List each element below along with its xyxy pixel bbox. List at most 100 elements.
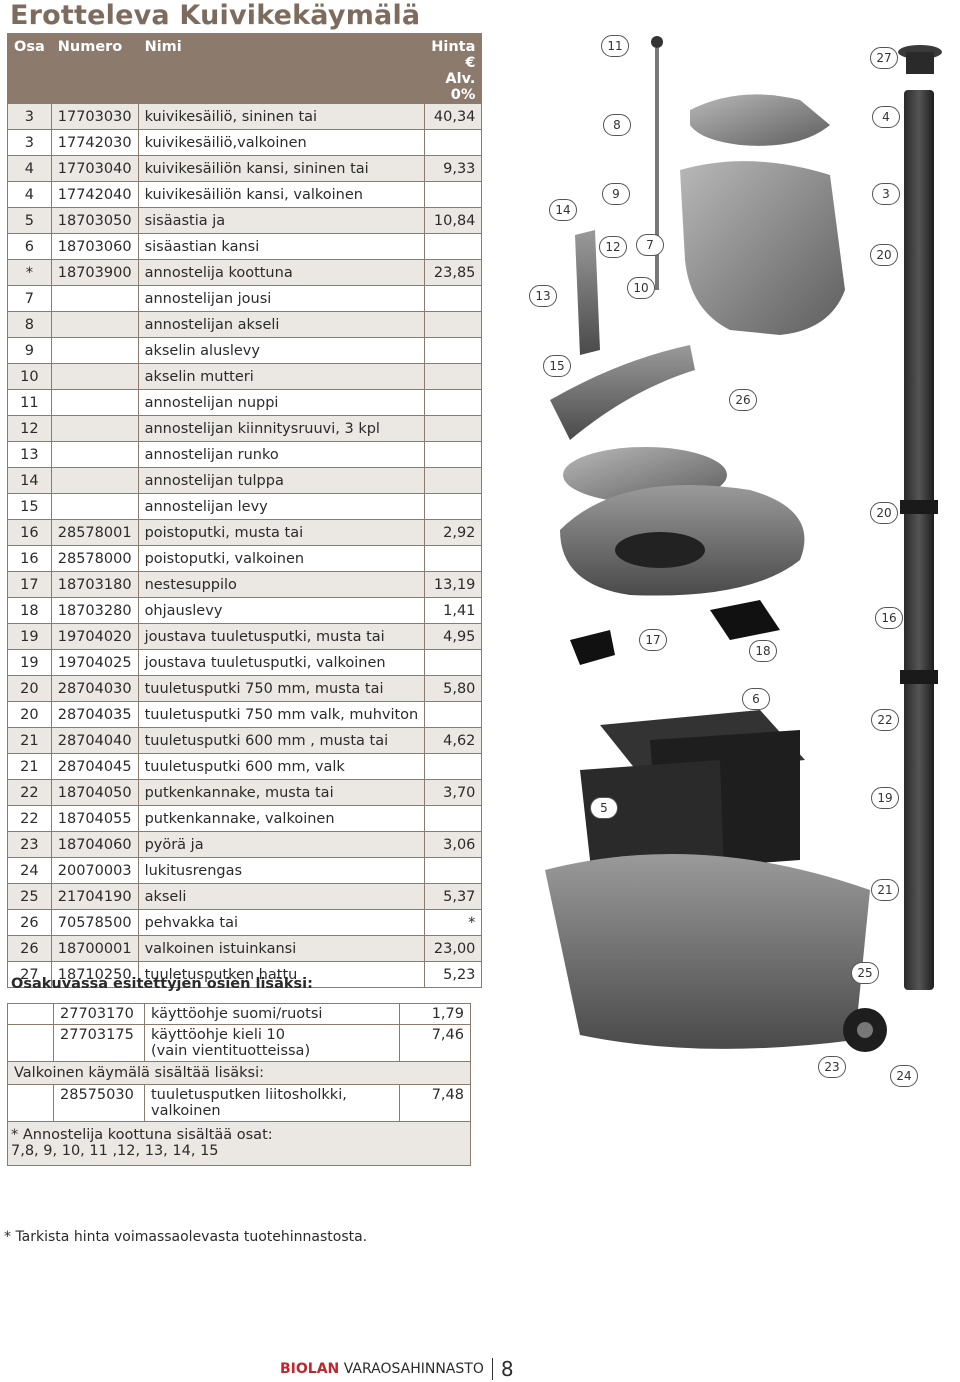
cell-numero: 18703180 <box>50 571 139 598</box>
cell-osa: 9 <box>7 337 52 364</box>
cell-numero: 18704055 <box>50 805 139 832</box>
callout-label: 21 <box>871 879 899 901</box>
col-header-hinta-label: Hinta € <box>431 39 476 71</box>
col-header-alv-label: Alv. 0% <box>445 71 476 103</box>
cell-nimi: poistoputki, valkoinen <box>137 545 426 572</box>
cell-numero <box>50 467 139 494</box>
assembly-note-row: * Annostelija koottuna sisältää osat: 7,… <box>7 1121 471 1166</box>
col-header-numero: Numero <box>50 33 139 104</box>
cell-hinta <box>424 233 483 260</box>
cell-osa: 14 <box>7 467 52 494</box>
cell-hinta: 9,33 <box>424 155 483 182</box>
cell-osa: 10 <box>7 363 52 390</box>
cell-nimi: akselin aluslevy <box>137 337 426 364</box>
cell-hinta: 5,23 <box>424 961 483 988</box>
callout-label: 10 <box>627 277 655 299</box>
callout-label: 15 <box>543 355 571 377</box>
extras-hinta: 7,48 <box>399 1084 471 1122</box>
cell-hinta <box>424 415 483 442</box>
cell-numero <box>50 311 139 338</box>
cell-hinta: 5,37 <box>424 883 483 910</box>
cell-osa: 11 <box>7 389 52 416</box>
brand-name: BIOLAN <box>280 1361 340 1377</box>
bedding-lid-icon <box>690 94 830 146</box>
table-row: 9 akselin aluslevy <box>7 337 483 364</box>
callout-label: 6 <box>742 688 770 710</box>
cell-hinta: 4,95 <box>424 623 483 650</box>
cell-numero: 28704035 <box>50 701 139 728</box>
funnel-icon <box>570 630 615 665</box>
callout-label: 25 <box>851 962 879 984</box>
col-header-nimi: Nimi <box>137 33 426 104</box>
cell-nimi: sisäastia ja <box>137 207 426 234</box>
callout-label: 27 <box>870 47 898 69</box>
cell-hinta <box>424 467 483 494</box>
extras-hinta: 1,79 <box>399 1003 471 1025</box>
cell-hinta: 23,00 <box>424 935 483 962</box>
cell-hinta: 2,92 <box>424 519 483 546</box>
cell-hinta <box>424 441 483 468</box>
cell-nimi: poistoputki, musta tai <box>137 519 426 546</box>
callout-label: 20 <box>870 244 898 266</box>
cell-nimi: akseli <box>137 883 426 910</box>
extras-numero: 27703175 <box>53 1024 145 1062</box>
extras-nimi: käyttöohje kieli 10 (vain vientituotteis… <box>144 1024 400 1062</box>
cell-numero: 19704020 <box>50 623 139 650</box>
cell-hinta: 13,19 <box>424 571 483 598</box>
cell-osa: 23 <box>7 831 52 858</box>
cell-hinta <box>424 285 483 312</box>
callout-label: 9 <box>602 183 630 205</box>
cell-nimi: joustava tuuletusputki, valkoinen <box>137 649 426 676</box>
cell-numero: 18700001 <box>50 935 139 962</box>
cell-osa: 7 <box>7 285 52 312</box>
cell-hinta <box>424 493 483 520</box>
cell-numero: 17703040 <box>50 155 139 182</box>
cell-numero: 18703280 <box>50 597 139 624</box>
cell-hinta <box>424 753 483 780</box>
cell-hinta: 3,06 <box>424 831 483 858</box>
deflector-plate-icon <box>710 600 780 640</box>
callout-label: 4 <box>872 106 900 128</box>
price-check-note: * Tarkista hinta voimassaolevasta tuoteh… <box>4 1229 368 1245</box>
cell-osa: 3 <box>7 103 52 130</box>
cell-nimi: kuivikesäiliö,valkoinen <box>137 129 426 156</box>
cell-nimi: pyörä ja <box>137 831 426 858</box>
cell-nimi: tuuletusputken hattu <box>137 961 426 988</box>
cell-nimi: pehvakka tai <box>137 909 426 936</box>
cell-osa: 25 <box>7 883 52 910</box>
extras-hinta: 7,46 <box>399 1024 471 1062</box>
cell-osa: 6 <box>7 233 52 260</box>
cell-nimi: kuivikesäiliön kansi, sininen tai <box>137 155 426 182</box>
cell-nimi: akselin mutteri <box>137 363 426 390</box>
callout-label: 24 <box>890 1065 918 1087</box>
dispenser-plate-icon <box>550 345 695 440</box>
cell-hinta <box>424 311 483 338</box>
callout-label: 26 <box>729 389 757 411</box>
cell-numero: 28578001 <box>50 519 139 546</box>
bedding-container-icon <box>680 161 845 335</box>
extras-row: 27703175 käyttöohje kieli 10 (vain vient… <box>7 1024 471 1062</box>
cell-nimi: joustava tuuletusputki, musta tai <box>137 623 426 650</box>
assembly-note-line1: * Annostelija koottuna sisältää osat: <box>11 1127 273 1143</box>
cell-osa: 13 <box>7 441 52 468</box>
cell-hinta <box>424 129 483 156</box>
cell-numero: 18703060 <box>50 233 139 260</box>
cell-nimi: annostelijan runko <box>137 441 426 468</box>
extras-row: 28575030 tuuletusputken liitosholkki, va… <box>7 1084 471 1122</box>
cell-hinta: 10,84 <box>424 207 483 234</box>
cell-osa: 26 <box>7 935 52 962</box>
cell-osa: 21 <box>7 753 52 780</box>
cell-osa: 15 <box>7 493 52 520</box>
cell-osa: 12 <box>7 415 52 442</box>
cell-nimi: nestesuppilo <box>137 571 426 598</box>
